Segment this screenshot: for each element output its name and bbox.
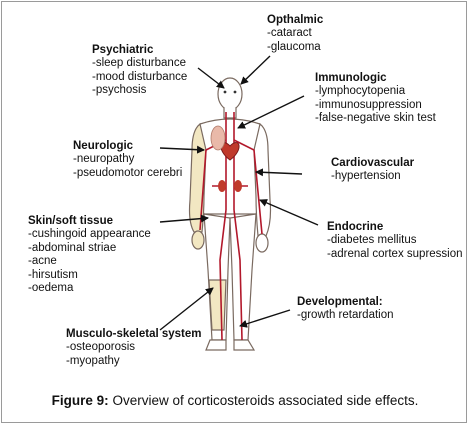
group-item: -cataract bbox=[267, 27, 312, 40]
group-item: -glaucoma bbox=[267, 40, 321, 53]
caption-label: Figure 9: bbox=[51, 393, 109, 408]
group-item: -acne bbox=[28, 255, 57, 268]
torso-shape bbox=[195, 118, 265, 215]
arrow-developmental bbox=[239, 309, 291, 328]
group-developmental: Developmental: -growth retardation bbox=[297, 296, 394, 323]
group-item: -pseudomotor cerebri bbox=[73, 166, 183, 179]
group-musculo: Musculo-skeletal system -osteoporosis -m… bbox=[66, 328, 202, 368]
group-item: -hypertension bbox=[331, 170, 401, 183]
group-neurologic: Neurologic -neuropathy -pseudomotor cere… bbox=[73, 140, 182, 180]
lung-shape bbox=[210, 125, 226, 151]
figure-caption: Figure 9: Overview of corticosteroids as… bbox=[0, 393, 470, 408]
kidney-left bbox=[218, 180, 226, 192]
group-title: Musculo-skeletal system bbox=[66, 328, 202, 340]
group-psychiatric: Psychiatric -sleep disturbance -mood dis… bbox=[92, 44, 187, 98]
head-shape bbox=[217, 77, 243, 111]
arrow-cardiovascular bbox=[255, 168, 303, 177]
group-item: -cushingoid appearance bbox=[28, 228, 151, 241]
arrow-neurologic bbox=[159, 145, 205, 154]
group-item: -growth retardation bbox=[297, 309, 394, 322]
group-title: Endocrine bbox=[327, 221, 384, 233]
group-item: -sleep disturbance bbox=[92, 57, 186, 70]
arrow-psychiatric bbox=[197, 67, 225, 89]
kidney-right bbox=[234, 180, 242, 192]
group-immunologic: Immunologic -lymphocytopenia -immunosupp… bbox=[315, 72, 436, 126]
arrows bbox=[159, 55, 319, 331]
body-illustration bbox=[159, 55, 319, 351]
group-item: -oedema bbox=[28, 282, 74, 295]
arrow-immunologic bbox=[237, 95, 305, 129]
group-item: -immunosuppression bbox=[315, 98, 422, 111]
group-title: Immunologic bbox=[315, 72, 387, 84]
arrow-endocrine bbox=[259, 199, 319, 226]
group-endocrine: Endocrine -diabetes mellitus -adrenal co… bbox=[327, 221, 463, 261]
group-item: -adrenal cortex supression bbox=[327, 247, 463, 260]
group-item: -lymphocytopenia bbox=[315, 85, 406, 98]
group-item: -psychosis bbox=[92, 84, 147, 97]
diagram-panel: Opthalmic -cataract -glaucoma Psychiatri… bbox=[28, 14, 463, 368]
group-item: -myopathy bbox=[66, 354, 120, 367]
group-opthalmic: Opthalmic -cataract -glaucoma bbox=[267, 14, 323, 54]
group-title: Cardiovascular bbox=[331, 157, 415, 169]
group-item: -diabetes mellitus bbox=[327, 234, 417, 247]
group-title: Psychiatric bbox=[92, 44, 154, 56]
group-item: -false-negative skin test bbox=[315, 112, 436, 125]
group-item: -mood disturbance bbox=[92, 70, 188, 83]
group-item: -hirsutism bbox=[28, 268, 78, 281]
group-item: -osteoporosis bbox=[66, 341, 136, 354]
arrow-opthalmic bbox=[240, 55, 271, 85]
group-item: -neuropathy bbox=[73, 153, 135, 166]
group-title: Developmental: bbox=[297, 296, 383, 308]
arrow-skin bbox=[159, 214, 209, 223]
group-cardiovascular: Cardiovascular -hypertension bbox=[331, 157, 414, 184]
group-title: Neurologic bbox=[73, 140, 134, 152]
group-skin: Skin/soft tissue -cushingoid appearance … bbox=[28, 215, 151, 295]
group-title: Skin/soft tissue bbox=[28, 215, 113, 227]
arrow-musculo bbox=[159, 287, 214, 331]
caption-text: Overview of corticosteroids associated s… bbox=[108, 393, 419, 408]
group-title: Opthalmic bbox=[267, 14, 324, 26]
group-item: -abdominal striae bbox=[28, 241, 117, 254]
